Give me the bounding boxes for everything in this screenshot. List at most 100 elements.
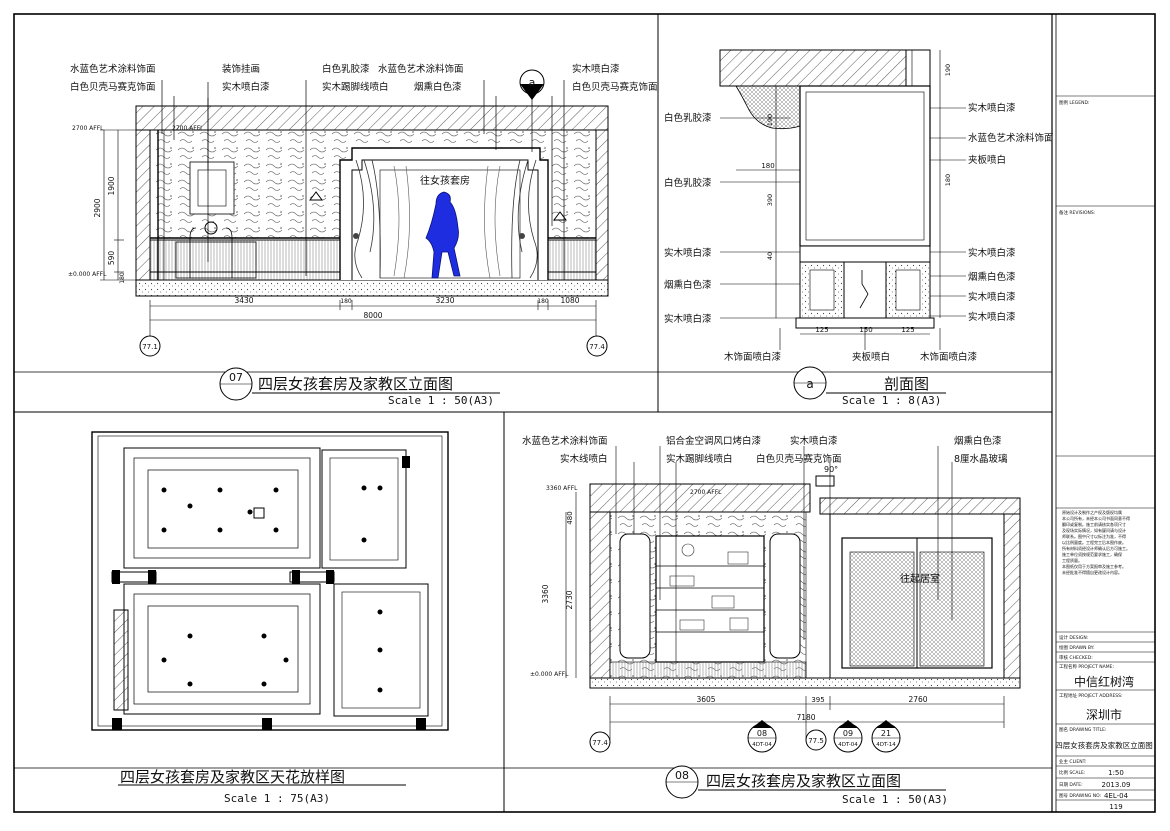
tb-note-9: 本图纸仅用于方案报审及施工参考。 bbox=[1062, 563, 1126, 569]
section-tag-07: a bbox=[529, 76, 536, 89]
label-08-5: 白色贝壳马赛克饰面 bbox=[756, 453, 842, 465]
grid-07-right: 77.4 bbox=[589, 343, 605, 351]
label-a-r3: 实木喷白漆 bbox=[968, 247, 1016, 259]
dim-a-0: 190 bbox=[766, 114, 774, 126]
dim-a-4: 125 bbox=[815, 326, 828, 334]
scale-08: Scale 1 : 50(A3) bbox=[842, 793, 948, 806]
tb-drawing-title: 四层女孩套房及家教区立面图 bbox=[1055, 740, 1153, 750]
label-08-6: 烟熏白色漆 bbox=[954, 435, 1002, 447]
dim-a-5: 150 bbox=[859, 326, 872, 334]
level-07-left: 2700 AFFL bbox=[72, 125, 104, 132]
hdim-08-1: 395 bbox=[811, 696, 824, 704]
label-a-l4: 实木喷白漆 bbox=[664, 313, 712, 325]
title-no-07: 07 bbox=[229, 371, 243, 384]
vdim-08-0: 480 bbox=[566, 511, 574, 524]
label-a-r2: 夹板喷白 bbox=[968, 154, 1006, 166]
hdim-08-2: 2760 bbox=[908, 695, 927, 704]
grid-08-mid: 77.5 bbox=[808, 737, 824, 745]
label-a-l3: 烟熏白色漆 bbox=[664, 279, 712, 291]
label-08-4: 实木喷白漆 bbox=[790, 435, 838, 447]
level-08-inner: 2700 AFFL bbox=[690, 489, 722, 496]
tb-note-2: 翻印或复制。施工前请核实各项尺寸 bbox=[1062, 521, 1126, 527]
tb-note-8: 工程质量。 bbox=[1062, 557, 1082, 563]
tb-drawing-title-label: 图名 DRAWING TITLE: bbox=[1059, 726, 1106, 733]
scale-a: Scale 1 : 8(A3) bbox=[842, 394, 941, 407]
dim-a-1: 180 bbox=[761, 162, 774, 170]
label-07-l1: 水蓝色艺术涂料饰面 bbox=[70, 63, 156, 75]
person-silhouette bbox=[425, 191, 461, 279]
label-a-r4: 烟熏白色漆 bbox=[968, 271, 1016, 283]
tb-row-2-k: 图号 DRAWING NO: bbox=[1059, 793, 1101, 799]
tb-drawn: 绘图 DRAWN BY: bbox=[1059, 644, 1094, 651]
hdim-07-3: 180 bbox=[537, 298, 549, 305]
hdim-07-4: 1080 bbox=[560, 296, 579, 305]
dim-a-2: 390 bbox=[766, 194, 774, 206]
vdim-07-0: 2900 bbox=[93, 198, 102, 217]
hdim-07-1: 180 bbox=[340, 298, 352, 305]
label-07-m4: 烟熏白色漆 bbox=[414, 81, 462, 93]
label-07-l4: 实木喷白漆 bbox=[222, 81, 270, 93]
total-08: 7180 bbox=[796, 713, 815, 722]
angle-08: 90° bbox=[824, 465, 838, 474]
label-07-l2: 白色贝壳马赛克饰面 bbox=[70, 81, 156, 93]
dim-a-3: 40 bbox=[766, 252, 774, 260]
tag-a: a bbox=[806, 377, 813, 391]
vdim-07-3: 180 bbox=[119, 272, 126, 284]
scale-07: Scale 1 : 50(A3) bbox=[388, 394, 494, 407]
callout-08-1-sheet: 4DT-04 bbox=[838, 742, 858, 748]
tb-row-0-k: 比例 SCALE: bbox=[1059, 769, 1085, 776]
tb-project-label: 工程名称 PROJECT NAME: bbox=[1059, 663, 1114, 670]
title-no-08: 08 bbox=[675, 769, 689, 782]
vdim-08-1: 3360 bbox=[541, 584, 550, 603]
tb-row-0-v: 1:50 bbox=[1108, 769, 1124, 777]
label-a-l0: 白色乳胶漆 bbox=[664, 112, 712, 124]
tb-address-label: 工程地址 PROJECT ADDRESS: bbox=[1059, 692, 1123, 699]
label-a-l1: 白色乳胶漆 bbox=[664, 177, 712, 189]
dim-a-6: 125 bbox=[901, 326, 914, 334]
callout-08-2-no: 21 bbox=[881, 729, 891, 738]
vdim-07-2: 590 bbox=[107, 251, 116, 266]
level-08-top: 3360 AFFL bbox=[546, 485, 578, 492]
tb-address: 深圳市 bbox=[1086, 707, 1122, 722]
tb-project: 中信红树湾 bbox=[1074, 674, 1134, 689]
tb-note-5: 以比例量度。工程完工后本图作废。 bbox=[1062, 539, 1126, 545]
tb-row-1-k: 日期 DATE: bbox=[1059, 782, 1083, 788]
tb-note-7: 施工单位须按规范要求施工，确保 bbox=[1062, 551, 1122, 557]
tb-note-6: 所有材料须经设计师确认后方可施工。 bbox=[1062, 545, 1130, 551]
tb-note-3: 及现场实际情况，如有疑问请与设计 bbox=[1062, 527, 1126, 533]
label-a-b1: 夹板喷白 bbox=[852, 351, 890, 363]
tb-note-10: 未经批准不得擅自更改设计内容。 bbox=[1062, 569, 1122, 575]
dim-a-7: 190 bbox=[944, 64, 952, 76]
callout-08-0-sheet: 4DT-04 bbox=[752, 742, 772, 748]
tb-note-4: 师联系。图中尺寸以标注为准，不得 bbox=[1062, 533, 1126, 539]
label-08-2: 铝合金空调风口烤白漆 bbox=[666, 435, 762, 447]
label-07-r1: 实木喷白漆 bbox=[572, 63, 620, 75]
label-a-r1: 水蓝色艺术涂料饰面 bbox=[968, 132, 1054, 144]
callout-08-1-no: 09 bbox=[843, 729, 853, 738]
vdim-07-1: 1900 bbox=[107, 176, 116, 195]
label-08-0: 水蓝色艺术涂料饰面 bbox=[522, 435, 608, 447]
title-a: 剖面图 bbox=[884, 375, 929, 393]
ceiling-plan bbox=[91, 431, 449, 786]
tb-note-1: 本公司所有，未经本公司书面同意不得 bbox=[1062, 515, 1130, 521]
door-label-07: 往女孩套房 bbox=[420, 174, 470, 187]
dim-a-8: 180 bbox=[944, 174, 952, 186]
hdim-07-2: 3230 bbox=[435, 296, 454, 305]
hdim-07-0: 3430 bbox=[234, 296, 253, 305]
tb-row-1-v: 2013.09 bbox=[1102, 781, 1131, 789]
label-07-m3: 实木踢脚线喷白 bbox=[322, 81, 389, 93]
tb-checked: 审核 CHECKED: bbox=[1059, 654, 1093, 661]
callout-08-0-no: 08 bbox=[757, 729, 767, 738]
label-a-r5: 实木喷白漆 bbox=[968, 291, 1016, 303]
label-a-r6: 实木喷白漆 bbox=[968, 311, 1016, 323]
label-a-b0: 木饰面喷白漆 bbox=[724, 351, 782, 363]
elevation-08 bbox=[565, 446, 1021, 799]
scale-ceiling: Scale 1 : 75(A3) bbox=[224, 792, 330, 805]
total-07: 8000 bbox=[363, 311, 382, 320]
grid-07-left: 77.1 bbox=[142, 343, 158, 351]
tb-row-2-v: 4EL-04 bbox=[1104, 792, 1129, 800]
level-07-inner: 2700 AFFL bbox=[172, 125, 204, 132]
title-08: 四层女孩套房及家教区立面图 bbox=[706, 772, 901, 790]
title-block-grid bbox=[1056, 95, 1155, 801]
